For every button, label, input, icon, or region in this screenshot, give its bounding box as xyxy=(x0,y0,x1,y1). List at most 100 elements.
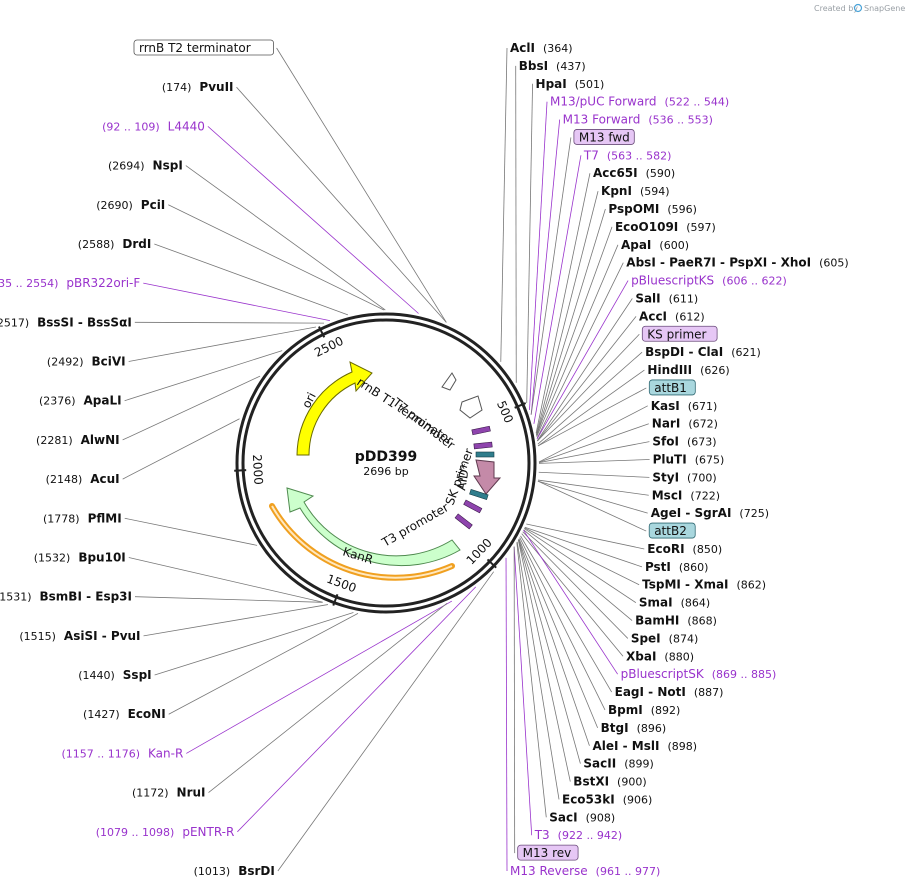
right-label-35[interactable]: pBluescriptSK(869 .. 885) xyxy=(621,667,777,681)
primer-label: M13 Forward(536 .. 553) xyxy=(563,113,713,127)
right-label-22[interactable]: SfoI(673) xyxy=(652,435,716,449)
enzyme-label: SacII(899) xyxy=(583,757,653,771)
right-label-7[interactable]: Acc65I(590) xyxy=(593,166,675,180)
enzyme-label: Acc65I(590) xyxy=(593,166,675,180)
label-box xyxy=(648,522,696,539)
right-label-18[interactable]: HindIII(626) xyxy=(647,363,729,377)
right-label-20[interactable]: KasI(671) xyxy=(651,399,718,413)
left-label-10[interactable]: (2281)AlwNI xyxy=(36,433,120,447)
left-label-8[interactable]: (2492)BciVI xyxy=(47,355,126,369)
ori-feature[interactable] xyxy=(296,361,373,456)
enzyme-label: BpmI(892) xyxy=(608,703,680,717)
right-label-5[interactable]: M13 fwd xyxy=(573,129,635,145)
right-label-0[interactable]: AclI(364) xyxy=(510,41,573,55)
right-label-43[interactable]: SacI(908) xyxy=(549,810,615,824)
right-label-9[interactable]: PspOMI(596) xyxy=(608,202,697,216)
right-label-37[interactable]: BpmI(892) xyxy=(608,703,680,717)
right-label-38[interactable]: BtgI(896) xyxy=(601,721,667,735)
label-box xyxy=(133,39,274,56)
right-label-45[interactable]: M13 rev xyxy=(517,844,579,861)
left-label-6[interactable]: (2535 .. 2554)pBR322ori-F xyxy=(0,276,140,290)
left-label-19[interactable]: (1172)NruI xyxy=(132,786,206,800)
primer-label: (92 .. 109)L4440 xyxy=(102,119,205,133)
right-label-46[interactable]: M13 Reverse(961 .. 977) xyxy=(510,864,660,878)
right-label-24[interactable]: StyI(700) xyxy=(652,470,716,484)
right-label-25[interactable]: MscI(722) xyxy=(652,488,720,502)
enzyme-label: EcoO109I(597) xyxy=(615,220,716,234)
right-label-31[interactable]: SmaI(864) xyxy=(639,596,710,610)
enzyme-label: (1427)EcoNI xyxy=(83,707,166,721)
left-label-1[interactable]: (174)PvuII xyxy=(162,80,234,94)
left-label-5[interactable]: (2588)DrdI xyxy=(78,237,152,251)
right-label-2[interactable]: HpaI(501) xyxy=(536,77,605,91)
right-label-15[interactable]: AccI(612) xyxy=(639,309,705,323)
tick-1500 xyxy=(332,593,339,606)
left-label-15[interactable]: (1515)AsiSI - PvuI xyxy=(19,629,140,643)
right-label-41[interactable]: BstXI(900) xyxy=(573,775,646,789)
label-box-text: attB2 xyxy=(654,524,687,538)
left-label-2[interactable]: (92 .. 109)L4440 xyxy=(102,119,205,133)
kanr-feature[interactable] xyxy=(286,487,461,567)
left-label-9[interactable]: (2376)ApaLI xyxy=(39,394,122,408)
left-label-4[interactable]: (2690)PciI xyxy=(96,198,165,212)
right-label-6[interactable]: T7(563 .. 582) xyxy=(583,148,672,162)
right-label-33[interactable]: SpeI(874) xyxy=(631,631,698,645)
right-label-13[interactable]: pBluescriptKS(606 .. 622) xyxy=(631,274,787,288)
right-label-14[interactable]: SalI(611) xyxy=(635,291,698,305)
left-label-13[interactable]: (1532)Bpu10I xyxy=(34,550,126,564)
right-label-3[interactable]: M13/pUC Forward(522 .. 544) xyxy=(550,95,729,109)
tick-2000 xyxy=(234,469,247,472)
aid-feature[interactable] xyxy=(473,459,502,495)
left-label-7[interactable]: (2517)BssSI - BssSαI xyxy=(0,315,132,329)
kanr-label: KanR xyxy=(341,544,375,566)
right-label-17[interactable]: BspDI - ClaI(621) xyxy=(645,345,761,359)
enzyme-label: PspOMI(596) xyxy=(608,202,697,216)
right-label-36[interactable]: EagI - NotI(887) xyxy=(615,685,724,699)
right-label-4[interactable]: M13 Forward(536 .. 553) xyxy=(563,113,713,127)
enzyme-label: ApaI(600) xyxy=(621,238,689,252)
label-box xyxy=(517,844,579,861)
right-label-11[interactable]: ApaI(600) xyxy=(621,238,689,252)
right-label-26[interactable]: AgeI - SgrAI(725) xyxy=(651,506,769,520)
right-label-23[interactable]: PluTI(675) xyxy=(653,453,725,467)
left-label-11[interactable]: (2148)AcuI xyxy=(46,472,120,486)
right-label-44[interactable]: T3(922 .. 942) xyxy=(534,828,623,842)
right-label-32[interactable]: BamHI(868) xyxy=(635,614,717,628)
sk-primer-label: SK primer xyxy=(443,447,476,507)
primer-label: pBluescriptSK(869 .. 885) xyxy=(621,667,777,681)
left-label-14[interactable]: (1531)BsmBI - Esp3I xyxy=(0,590,132,604)
right-label-39[interactable]: AleI - MslI(898) xyxy=(592,739,697,753)
right-label-28[interactable]: EcoRI(850) xyxy=(647,542,722,556)
right-label-19[interactable]: attB1 xyxy=(648,379,696,396)
right-label-1[interactable]: BbsI(437) xyxy=(519,59,586,73)
primer-label: (1157 .. 1176)Kan-R xyxy=(61,746,183,760)
right-label-34[interactable]: XbaI(880) xyxy=(626,649,694,663)
enzyme-label: BbsI(437) xyxy=(519,59,586,73)
left-label-18[interactable]: (1157 .. 1176)Kan-R xyxy=(61,746,183,760)
left-label-16[interactable]: (1440)SspI xyxy=(78,668,151,682)
right-label-10[interactable]: EcoO109I(597) xyxy=(615,220,716,234)
left-label-0[interactable]: rrnB T2 terminator xyxy=(133,39,274,56)
right-label-16[interactable]: KS primer xyxy=(641,325,718,342)
left-label-21[interactable]: (1013)BsrDI xyxy=(194,864,275,878)
right-label-30[interactable]: TspMI - XmaI(862) xyxy=(642,578,766,592)
enzyme-label: Eco53kI(906) xyxy=(562,792,652,806)
right-label-42[interactable]: Eco53kI(906) xyxy=(562,792,652,806)
right-label-29[interactable]: PstI(860) xyxy=(645,560,709,574)
right-label-8[interactable]: KpnI(594) xyxy=(601,184,670,198)
right-label-12[interactable]: AbsI - PaeR7I - PspXI - XhoI(605) xyxy=(626,256,848,270)
m13-fwd-primer xyxy=(471,425,491,436)
primer-label: (1079 .. 1098)pENTR-R xyxy=(96,825,235,839)
left-label-17[interactable]: (1427)EcoNI xyxy=(83,707,166,721)
tick-2500 xyxy=(318,326,326,338)
left-label-20[interactable]: (1079 .. 1098)pENTR-R xyxy=(96,825,235,839)
m13-rev-primer xyxy=(454,513,473,530)
left-label-12[interactable]: (1778)PflMI xyxy=(43,511,122,525)
primer-label: (2535 .. 2554)pBR322ori-F xyxy=(0,276,140,290)
right-label-27[interactable]: attB2 xyxy=(648,522,696,539)
right-label-21[interactable]: NarI(672) xyxy=(652,417,718,431)
right-label-40[interactable]: SacII(899) xyxy=(583,757,653,771)
left-label-3[interactable]: (2694)NspI xyxy=(108,159,183,173)
credit-text: Created by xyxy=(814,4,858,13)
attb1-feature xyxy=(475,451,495,458)
